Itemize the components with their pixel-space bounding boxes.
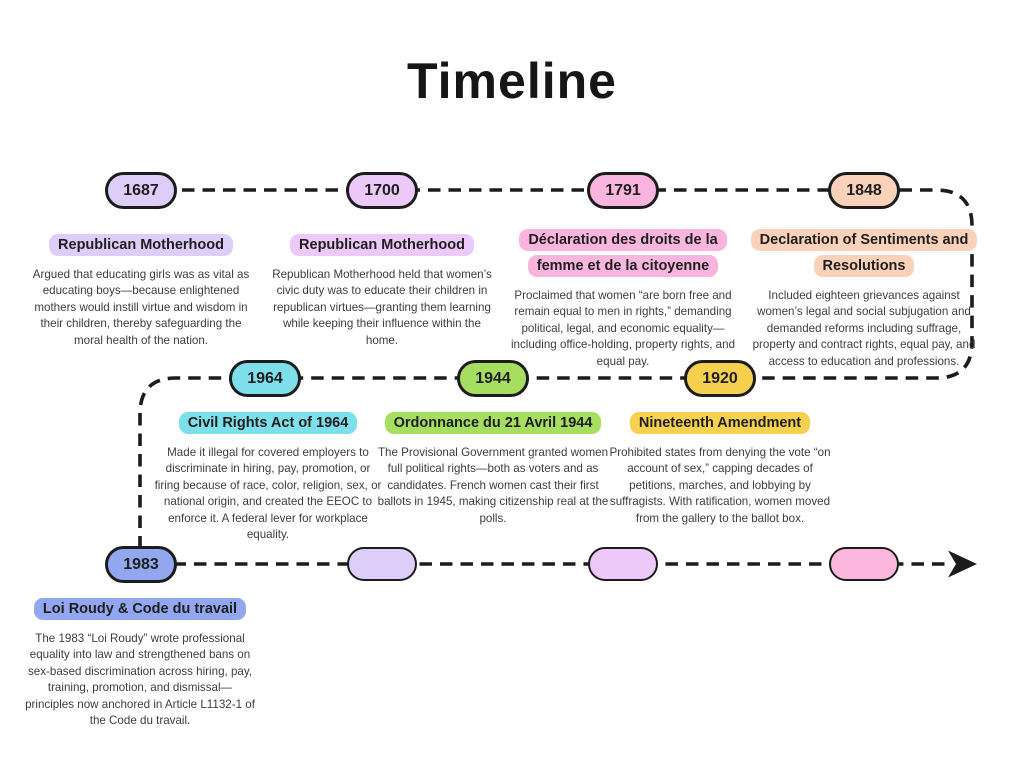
- year-label: 1791: [605, 181, 641, 199]
- year-label: 1944: [475, 369, 511, 387]
- event-card-1944: Ordonnance du 21 Avril 1944 The Provisio…: [377, 410, 609, 527]
- event-body: Proclaimed that women “are born free and…: [510, 288, 736, 368]
- year-pill-1791: 1791: [587, 172, 659, 209]
- year-label: 1920: [702, 369, 738, 387]
- event-heading: Declaration of Sentiments and Resolution…: [750, 229, 978, 277]
- event-card-1848: Declaration of Sentiments and Resolution…: [748, 227, 980, 370]
- page-title: Timeline: [407, 53, 617, 109]
- event-heading: Republican Motherhood: [290, 234, 474, 256]
- year-pill-1700: 1700: [346, 172, 418, 209]
- year-label: 1687: [123, 181, 159, 199]
- event-body: Prohibited states from denying the vote …: [609, 445, 831, 525]
- event-heading: Ordonnance du 21 Avril 1944: [384, 412, 602, 434]
- placeholder-pill-3: [829, 547, 899, 581]
- year-pill-1983: 1983: [105, 546, 177, 583]
- placeholder-pill-1: [347, 547, 417, 581]
- year-pill-1848: 1848: [828, 172, 900, 209]
- event-card-1964: Civil Rights Act of 1964 Made it illegal…: [152, 410, 384, 544]
- timeline-path: [138, 188, 974, 566]
- year-pill-1964: 1964: [229, 360, 301, 397]
- year-label: 1848: [846, 181, 882, 199]
- year-pill-1687: 1687: [105, 172, 177, 209]
- arrow-icon: [948, 550, 977, 578]
- event-card-1791: Déclaration des droits de la femme et de…: [507, 227, 739, 370]
- year-label: 1983: [123, 555, 159, 573]
- event-card-1700: Republican Motherhood Republican Motherh…: [266, 232, 498, 349]
- event-card-1687: Republican Motherhood Argued that educat…: [25, 232, 257, 349]
- event-heading: Nineteenth Amendment: [629, 412, 811, 434]
- event-body: The 1983 “Loi Roudy” wrote professional …: [25, 631, 255, 728]
- year-pill-1944: 1944: [457, 360, 529, 397]
- event-body: The Provisional Government granted women…: [377, 445, 609, 525]
- event-body: Made it illegal for covered employers to…: [154, 445, 382, 542]
- event-body: Argued that educating girls was as vital…: [32, 267, 250, 347]
- event-card-1983: Loi Roudy & Code du travail The 1983 “Lo…: [24, 596, 256, 730]
- event-heading: Republican Motherhood: [49, 234, 233, 256]
- event-body: Republican Motherhood held that women’s …: [272, 267, 492, 347]
- event-heading: Civil Rights Act of 1964: [178, 412, 358, 434]
- event-body: Included eighteen grievances against wom…: [752, 288, 976, 368]
- year-pill-1920: 1920: [684, 360, 756, 397]
- event-heading: Loi Roudy & Code du travail: [33, 598, 247, 620]
- year-label: 1964: [247, 369, 283, 387]
- year-label: 1700: [364, 181, 400, 199]
- event-card-1920: Nineteenth Amendment Prohibited states f…: [604, 410, 836, 527]
- event-heading: Déclaration des droits de la femme et de…: [519, 229, 727, 277]
- placeholder-pill-2: [588, 547, 658, 581]
